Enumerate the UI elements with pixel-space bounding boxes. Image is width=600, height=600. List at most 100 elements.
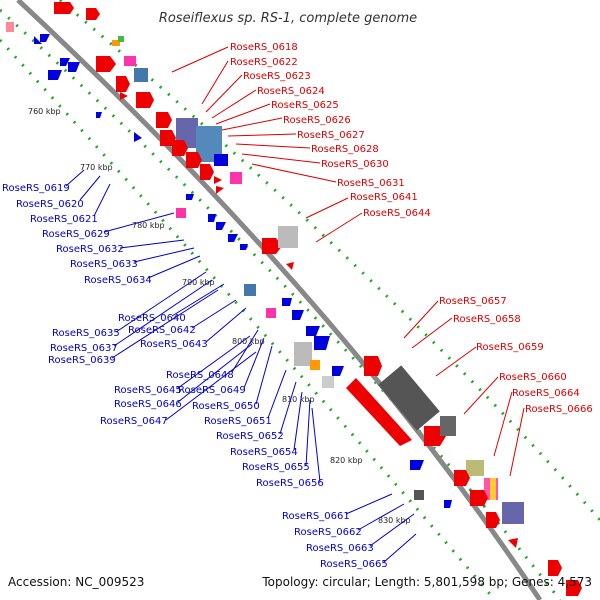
gene-label-RoseRS_0624: RoseRS_0624: [257, 86, 325, 97]
scale-label-820: 820 kbp: [330, 456, 363, 465]
gene-label-RoseRS_0663: RoseRS_0663: [306, 543, 374, 554]
gene-label-RoseRS_0661: RoseRS_0661: [282, 511, 350, 522]
feature-magenta-2: [230, 172, 242, 184]
gene-label-RoseRS_0654: RoseRS_0654: [230, 447, 298, 458]
feature-red-7: [156, 112, 172, 128]
scale-label-760: 760 kbp: [28, 107, 61, 116]
scale-label-780: 780 kbp: [132, 221, 165, 230]
feature-blue-4: [60, 58, 70, 66]
feature-red-8: [216, 186, 224, 194]
gene-label-RoseRS_0626: RoseRS_0626: [283, 115, 351, 126]
feature-darkgrey-3: [414, 490, 424, 500]
gene-label-RoseRS_0650: RoseRS_0650: [192, 401, 260, 412]
gene-label-RoseRS_0632: RoseRS_0632: [56, 244, 124, 255]
red-leaders: [171, 46, 525, 477]
genome-backbone: [16, 0, 543, 600]
feature-red-11: [364, 356, 382, 376]
feature-blue-11: [228, 234, 238, 242]
gene-label-RoseRS_0631: RoseRS_0631: [337, 178, 405, 189]
gene-label-RoseRS_0665: RoseRS_0665: [320, 559, 388, 570]
feature-blue-6: [96, 112, 102, 118]
feature-blue-14: [292, 310, 304, 320]
feature-magenta-3: [176, 208, 186, 218]
feature-red-cluster-4: [200, 164, 214, 180]
feature-blue-16: [314, 336, 330, 350]
gene-label-RoseRS_0644: RoseRS_0644: [363, 208, 431, 219]
gene-label-RoseRS_0662: RoseRS_0662: [294, 527, 362, 538]
gene-label-RoseRS_0651: RoseRS_0651: [204, 416, 272, 427]
gene-label-RoseRS_0640: RoseRS_0640: [118, 313, 186, 324]
gene-label-RoseRS_0635: RoseRS_0635: [52, 328, 120, 339]
gene-label-RoseRS_0652: RoseRS_0652: [216, 431, 284, 442]
gene-label-RoseRS_0648: RoseRS_0648: [166, 370, 234, 381]
gene-label-RoseRS_0629: RoseRS_0629: [42, 229, 110, 240]
gene-label-RoseRS_0625: RoseRS_0625: [271, 100, 339, 111]
feature-red-15: [486, 512, 500, 528]
scale-label-770: 770 kbp: [80, 163, 113, 172]
feature-magenta-4: [266, 308, 276, 318]
gene-label-RoseRS_0666: RoseRS_0666: [525, 404, 593, 415]
feature-blue-8: [186, 194, 194, 200]
feature-grey-2: [294, 342, 312, 366]
scale-label-800: 800 kbp: [232, 337, 265, 346]
scale-label-830: 830 kbp: [378, 516, 411, 525]
feature-red-6: [120, 92, 128, 100]
feature-red-10: [286, 262, 294, 270]
gene-label-RoseRS_0619: RoseRS_0619: [2, 183, 70, 194]
feature-blue-15: [306, 326, 320, 336]
feature-blue-12: [240, 244, 248, 250]
gene-label-RoseRS_0656: RoseRS_0656: [256, 478, 324, 489]
gene-label-RoseRS_0658: RoseRS_0658: [453, 314, 521, 325]
feature-red-16: [508, 538, 518, 548]
feature-red-9: [262, 238, 282, 254]
feature-magenta-1: [124, 56, 136, 66]
gene-label-RoseRS_0646: RoseRS_0646: [114, 399, 182, 410]
feature-red-13: [454, 470, 470, 486]
feature-pink-top: [6, 22, 14, 32]
feature-red-3: [96, 56, 116, 72]
feature-blue-5: [68, 62, 80, 72]
feature-blue-7: [134, 132, 142, 142]
scale-label-790: 790 kbp: [182, 278, 215, 287]
feature-blue-2: [34, 36, 42, 44]
gene-label-RoseRS_0657: RoseRS_0657: [439, 296, 507, 307]
gene-label-RoseRS_0641: RoseRS_0641: [350, 192, 418, 203]
feature-red-2: [86, 8, 100, 20]
genome-summary-text: Topology: circular; Length: 5,801,598 bp…: [261, 575, 592, 589]
feature-blue-block: [214, 154, 228, 166]
feature-red-1: [54, 2, 74, 14]
feature-blue-10: [216, 222, 226, 230]
gene-label-RoseRS_0633: RoseRS_0633: [70, 259, 138, 270]
feature-multicolor-b: [490, 478, 496, 500]
feature-red-cluster-3: [186, 152, 202, 168]
feature-red-17: [548, 560, 562, 576]
feature-steel-1: [134, 68, 148, 82]
feature-blue-1: [40, 34, 50, 42]
feature-red-5: [136, 92, 154, 108]
gene-label-RoseRS_0655: RoseRS_0655: [242, 462, 310, 473]
feature-slate-2: [502, 502, 524, 524]
gene-label-RoseRS_0620: RoseRS_0620: [16, 199, 84, 210]
gene-label-RoseRS_0647: RoseRS_0647: [100, 416, 168, 427]
gene-label-RoseRS_0642: RoseRS_0642: [128, 325, 196, 336]
gene-label-RoseRS_0664: RoseRS_0664: [512, 388, 580, 399]
gene-label-RoseRS_0637: RoseRS_0637: [50, 343, 118, 354]
gene-label-RoseRS_0643: RoseRS_0643: [140, 339, 208, 350]
feature-khaki: [466, 460, 484, 476]
gene-label-RoseRS_0622: RoseRS_0622: [230, 57, 298, 68]
feature-steel-2: [244, 284, 256, 296]
scale-labels: 760 kbp 770 kbp 780 kbp 790 kbp 800 kbp …: [28, 107, 411, 525]
gene-label-RoseRS_0627: RoseRS_0627: [297, 130, 365, 141]
accession-text: Accession: NC_009523: [8, 575, 144, 589]
feature-red-cluster-2: [172, 140, 188, 156]
feature-red-4: [116, 76, 130, 92]
feature-red-14: [470, 490, 488, 506]
feature-green: [118, 36, 124, 42]
diagram-title: Roseiflexus sp. RS-1, complete genome: [159, 11, 417, 26]
feature-red-cluster-5: [214, 176, 222, 184]
gene-label-RoseRS_0621: RoseRS_0621: [30, 214, 98, 225]
feature-blue-13: [282, 298, 292, 306]
feature-blue-18: [410, 460, 424, 470]
